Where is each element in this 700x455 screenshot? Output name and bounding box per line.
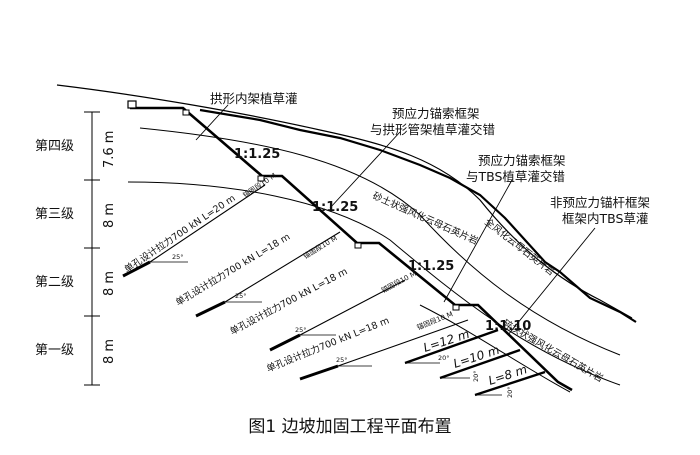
anchor-angle-1: 25°: [172, 253, 184, 261]
slope-ratio-fourth: 1:1.25: [234, 147, 280, 162]
design-slope-line: [130, 106, 573, 392]
bolt-length-2: L=10 m: [452, 343, 502, 371]
callout-nonprestress-2: 框架内TBS草灌: [562, 211, 648, 226]
anchor-angle-4: 25°: [336, 356, 348, 364]
callout-prestress-arch-2: 与拱形管架植草灌交错: [370, 122, 495, 137]
bolt-angle-2: 20°: [472, 370, 480, 382]
anchor-label-3: 单孔设计拉力700 kN L=18 m: [228, 265, 350, 337]
height-third: 8 m: [102, 203, 117, 228]
figure-caption: 图1 边坡加固工程平面布置: [248, 417, 451, 437]
ground-surface-line: [56, 84, 633, 319]
strata-label-middle: 全风化云母石英片岩: [482, 216, 557, 278]
level-label-first: 第一级: [35, 343, 74, 358]
level-label-third: 第三级: [35, 207, 74, 222]
anchor-seg-3: 锚固段10 M: [380, 269, 418, 295]
height-fourth: 7.6 m: [102, 131, 117, 168]
callout-prestress-arch-1: 预应力锚索框架: [392, 106, 480, 121]
anchor-label-1: 单孔设计拉力700 kN L=20 m: [122, 192, 238, 275]
anchor-angle-3: 25°: [295, 326, 307, 334]
anchor-seg-2: 锚固段10 M: [301, 233, 338, 260]
bolt-length-1: L=12 m: [422, 327, 472, 355]
bolt-angle-1: 20°: [438, 354, 450, 362]
strata-boundary-toe: [419, 304, 571, 393]
leader-arch-frame: [195, 104, 229, 141]
level-label-fourth: 第四级: [35, 139, 74, 154]
slope-ratio-second: 1:1.25: [408, 259, 454, 274]
bench-drain-1: [182, 109, 190, 116]
callout-prestress-tbs-1: 预应力锚索框架: [478, 153, 566, 168]
crest-drain: [127, 100, 137, 109]
anchor-cable-3: 25° 单孔设计拉力700 kN L=18 m 锚固段10 M: [228, 265, 418, 352]
rock-bolt-3: L=8 m 20°: [474, 362, 546, 398]
height-second: 8 m: [102, 271, 117, 296]
leader-prestress-arch: [329, 131, 401, 209]
anchor-cable-2: 25° 单孔设计拉力700 kN L=18 m 锚固段10 M: [173, 231, 341, 318]
anchor-angle-2: 25°: [235, 292, 247, 300]
bolt-angle-3: 20°: [506, 386, 514, 398]
bench-drain-3: [354, 242, 362, 249]
elevation-scale: [84, 111, 100, 386]
slope-ratio-third: 1:1.25: [312, 200, 358, 215]
level-label-second: 第二级: [35, 275, 74, 290]
rock-surface-line: [199, 108, 637, 323]
strata-boundary-lower: [127, 181, 621, 386]
height-first: 8 m: [102, 339, 117, 364]
bench-drain-2: [257, 175, 265, 182]
leader-prestress-tbs: [443, 179, 513, 303]
leader-nonprestress: [507, 227, 596, 336]
callout-nonprestress-1: 非预应力锚杆框架: [550, 195, 650, 210]
bench-drain-4: [452, 304, 460, 311]
callout-prestress-tbs-2: 与TBS植草灌交错: [466, 169, 565, 184]
callout-arch-frame: 拱形内架植草灌: [210, 91, 298, 106]
strata-boundary-upper: [139, 127, 621, 356]
